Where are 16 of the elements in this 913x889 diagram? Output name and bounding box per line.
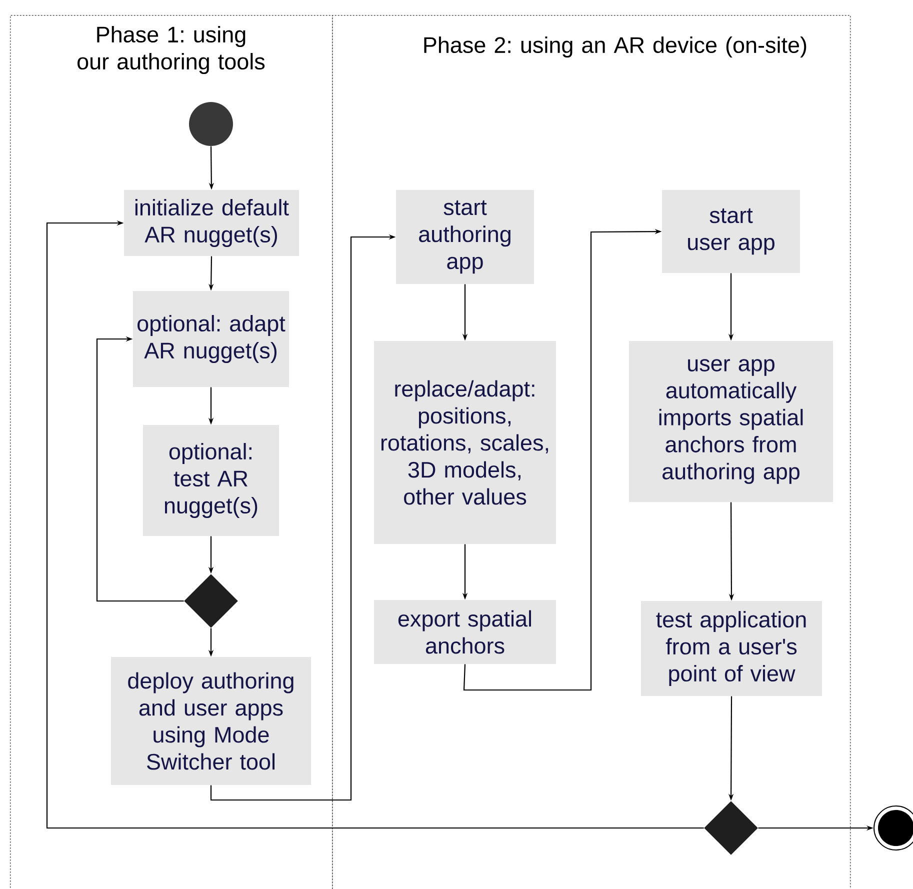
activity-box: initialize default AR nugget(s) bbox=[124, 190, 299, 256]
activity-box: test application from a user's point of view bbox=[641, 601, 822, 696]
activity-box: optional: adapt AR nugget(s) bbox=[133, 291, 289, 387]
decision-diamond bbox=[184, 574, 238, 628]
activity-box: replace/adapt: positions, rotations, scales, 3D models, other values bbox=[374, 341, 556, 544]
activity-box: start user app bbox=[662, 190, 800, 273]
activity-box: deploy authoring and user apps using Mode Switcher tool bbox=[111, 657, 311, 785]
start-circle bbox=[189, 102, 233, 146]
activity-box: user app automatically imports spatial anchors from authoring app bbox=[629, 341, 833, 502]
activity-box: start authoring app bbox=[396, 190, 534, 284]
arrow bbox=[46, 220, 704, 829]
activity-box: export spatial anchors bbox=[374, 600, 556, 664]
arrow bbox=[96, 336, 184, 602]
end-circle bbox=[874, 806, 913, 850]
activity-box: optional: test AR nugget(s) bbox=[143, 425, 279, 536]
decision-diamond bbox=[704, 801, 758, 855]
